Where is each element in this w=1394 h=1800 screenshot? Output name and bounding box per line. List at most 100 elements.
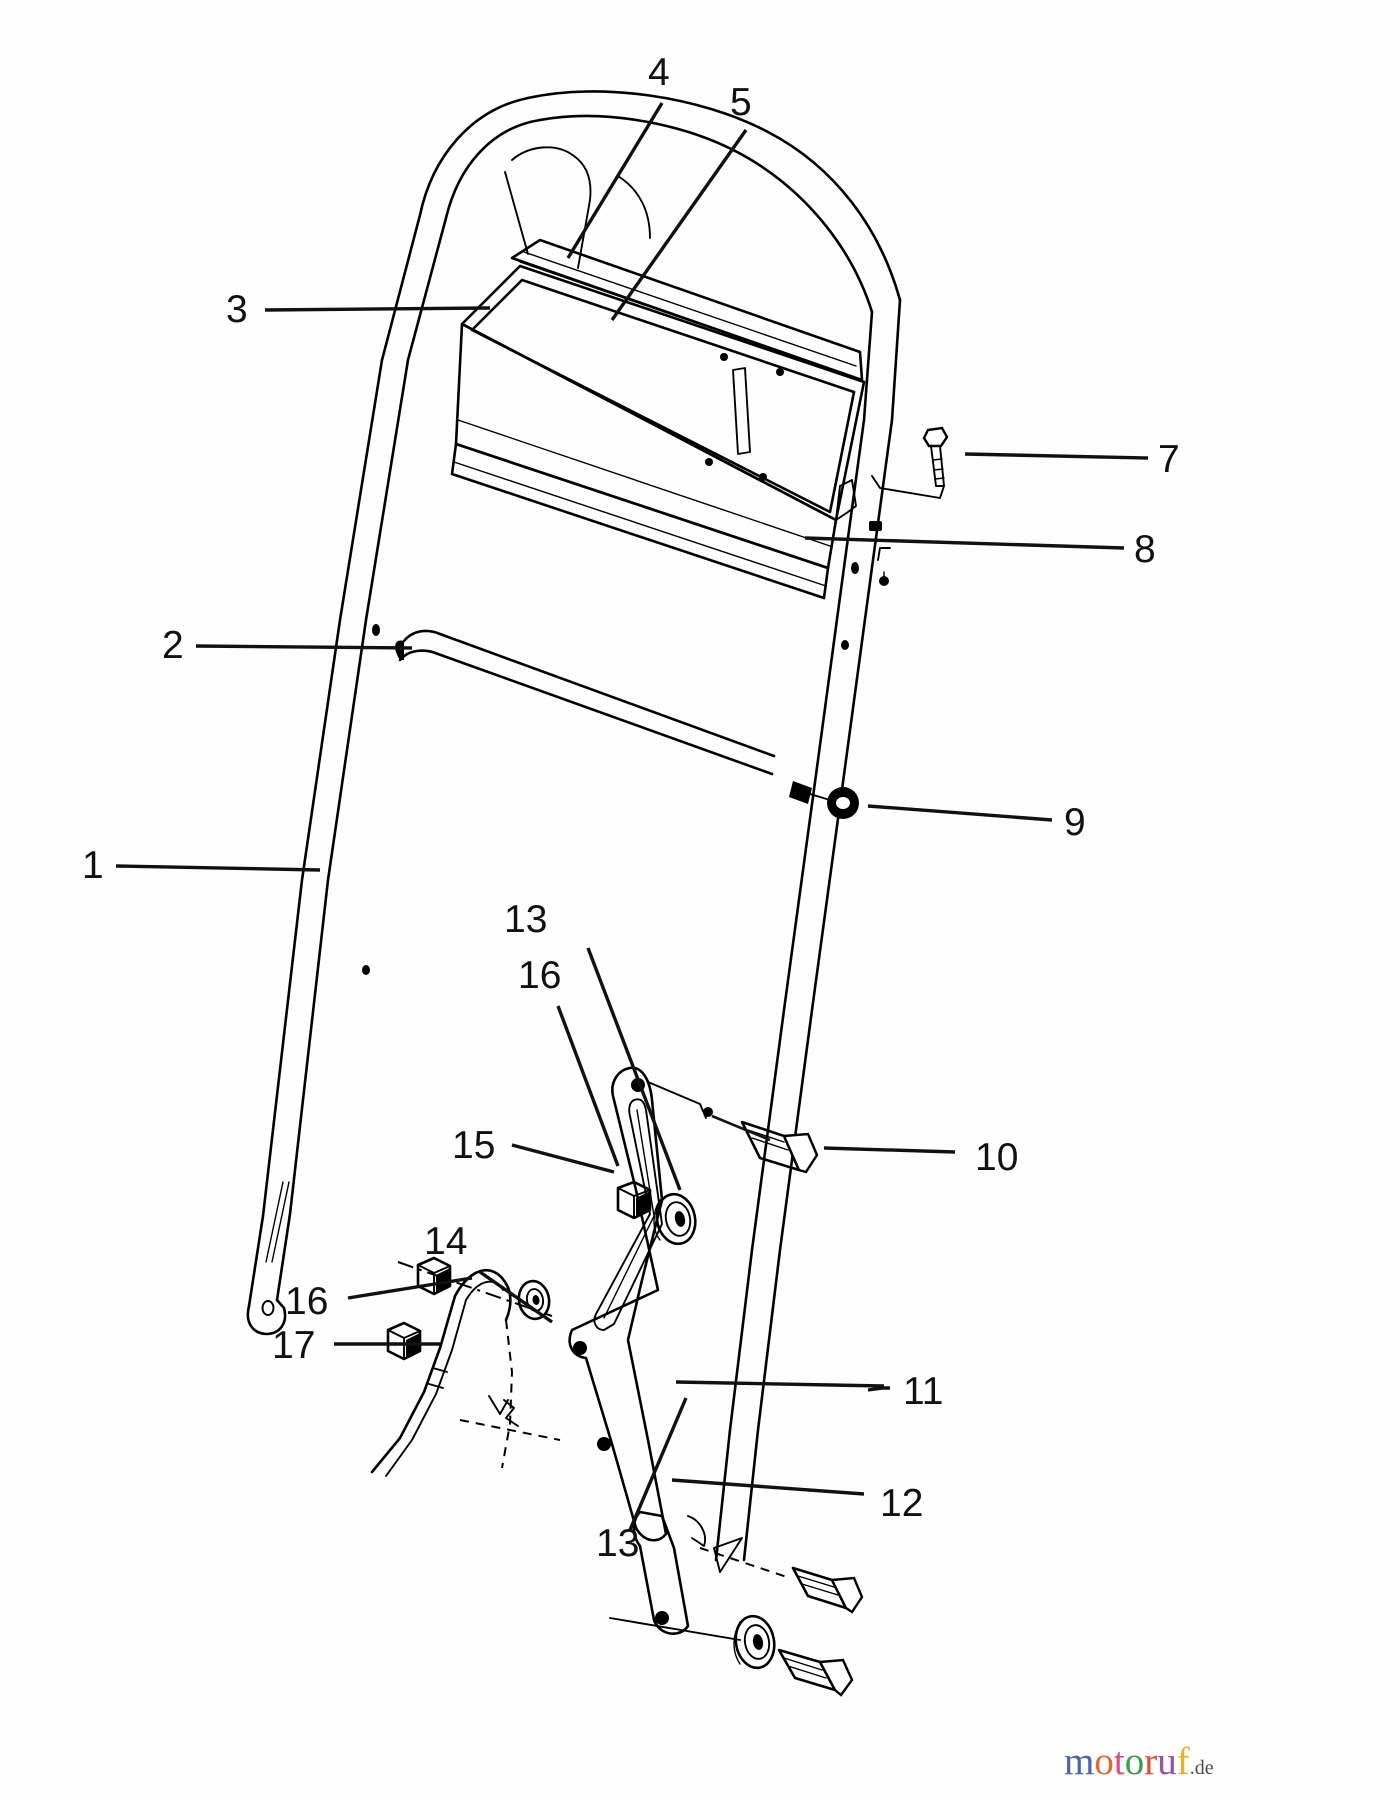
handle-left-tip-hole bbox=[261, 1300, 275, 1316]
wm-letter-m: m bbox=[1064, 1740, 1095, 1783]
panel-top-flange-line bbox=[523, 251, 857, 367]
screw-7-bracket bbox=[871, 475, 945, 499]
washer-13-upper-group bbox=[653, 1192, 697, 1246]
bolt-12-head bbox=[818, 1658, 854, 1697]
handle-top-arc-inner bbox=[538, 114, 874, 314]
bolt-12-group bbox=[777, 1648, 854, 1697]
callout-9: 9 bbox=[1064, 801, 1086, 844]
cable-ferrule bbox=[428, 1367, 448, 1389]
callout-7: 7 bbox=[1158, 438, 1180, 481]
bolt-11-thread bbox=[797, 1575, 839, 1596]
bracket-lower-hole bbox=[655, 1611, 669, 1625]
callout-11: 11 bbox=[903, 1370, 944, 1413]
leader-11 bbox=[867, 1386, 890, 1392]
panel-dot-2 bbox=[776, 368, 784, 376]
bracket-arrowhead bbox=[713, 1537, 743, 1573]
washer-13u-outer bbox=[655, 1192, 697, 1246]
leader-13-lower bbox=[628, 1397, 688, 1531]
wm-dot: . bbox=[1189, 1757, 1195, 1779]
handle-right-rail-outer bbox=[742, 298, 902, 1562]
nut-16-lower-group bbox=[416, 1256, 452, 1296]
handle-inner-upright bbox=[511, 146, 592, 269]
handle-left-rail-outer bbox=[247, 96, 530, 1308]
cable-left-leg-b bbox=[385, 1299, 467, 1477]
nut-17-body bbox=[386, 1321, 422, 1361]
panel-lower-band-line bbox=[457, 419, 831, 547]
leader-9 bbox=[867, 804, 1053, 822]
nut-16l-shade bbox=[436, 1268, 450, 1292]
panel-face bbox=[460, 264, 866, 522]
callout-12: 12 bbox=[880, 1482, 923, 1525]
handle-right-rail-inner bbox=[714, 310, 874, 1562]
wm-letter-u: u bbox=[1157, 1740, 1177, 1783]
callout-10: 10 bbox=[975, 1136, 1018, 1179]
leader-lines-group bbox=[115, 102, 1149, 1531]
locknut-9-hole bbox=[836, 797, 850, 809]
cable-arrow bbox=[488, 1395, 509, 1415]
handle-top-arc-outer bbox=[526, 90, 902, 302]
panel-top-flange-line2 bbox=[519, 261, 856, 379]
screw-7-group bbox=[869, 426, 949, 586]
callout-5: 5 bbox=[730, 81, 752, 124]
nut-16u-body bbox=[616, 1180, 652, 1220]
cross-brace-bottom bbox=[398, 649, 774, 776]
callout-13-lower: 13 bbox=[596, 1522, 639, 1565]
bracket-15-mid-hole bbox=[573, 1341, 587, 1355]
washer-13l-edge bbox=[733, 1621, 741, 1665]
nut-17-group bbox=[386, 1321, 422, 1361]
panel-bottom-edge bbox=[450, 442, 830, 600]
handle-frame-group bbox=[246, 90, 902, 1562]
handle-left-hole-dot bbox=[362, 965, 370, 975]
handle-left-rail-inner bbox=[275, 118, 542, 1302]
bracket-15-arm-10 bbox=[647, 1081, 707, 1119]
washer-13u-edge bbox=[653, 1199, 661, 1241]
bolt-11-group bbox=[699, 1547, 864, 1614]
panel-lower-band bbox=[454, 322, 838, 570]
leader-15 bbox=[511, 1143, 615, 1174]
cable-axis-line bbox=[397, 1261, 553, 1317]
leader-2 bbox=[195, 644, 413, 650]
frame-clip-marks bbox=[877, 547, 891, 561]
callout-numbers-group: 1 2 3 4 5 7 8 9 10 11 12 13 13 14 15 16 … bbox=[82, 51, 1180, 1565]
panel-right-tab bbox=[835, 479, 857, 521]
cross-brace-group bbox=[372, 624, 776, 776]
leader-8 bbox=[804, 536, 1125, 550]
leader-3 bbox=[264, 306, 491, 312]
callout-16-upper: 16 bbox=[518, 954, 561, 997]
bolt-12-thread bbox=[783, 1657, 827, 1679]
bracket-15-slot bbox=[593, 1098, 663, 1331]
washer-13-lower-group bbox=[609, 1614, 776, 1670]
cable-assembly-group bbox=[370, 1261, 561, 1477]
leader-1 bbox=[115, 864, 321, 872]
locknut-9-stud bbox=[789, 781, 812, 804]
nut-17-top bbox=[387, 1329, 421, 1360]
leader-14 bbox=[479, 1270, 553, 1324]
washer-13u-mid bbox=[664, 1201, 692, 1237]
screw-7-shank-hatch bbox=[932, 458, 945, 480]
bracket-lower-notch bbox=[687, 1515, 706, 1547]
cross-brace-cap bbox=[395, 640, 404, 660]
bracket-15-group bbox=[568, 1066, 713, 1542]
handle-inner-upright-b bbox=[504, 171, 529, 255]
wm-letter-o1: o bbox=[1094, 1740, 1114, 1783]
panel-face-inner bbox=[470, 278, 856, 514]
motoruf-watermark: motoruf.de bbox=[1064, 1742, 1214, 1781]
callout-8: 8 bbox=[1134, 528, 1156, 571]
washer-13l-axle bbox=[609, 1617, 741, 1641]
wm-suffix: de bbox=[1194, 1757, 1214, 1779]
leader-11b bbox=[675, 1380, 885, 1388]
washer-13u-hole bbox=[674, 1211, 686, 1227]
panel-dot-4 bbox=[759, 473, 767, 481]
washer-14-hole bbox=[532, 1295, 540, 1305]
bolt-11-head bbox=[830, 1576, 864, 1614]
leader-16-lower bbox=[347, 1276, 473, 1300]
cross-brace-top bbox=[402, 629, 776, 758]
control-panel-group bbox=[450, 238, 866, 600]
callout-17: 17 bbox=[272, 1324, 315, 1367]
panel-bottom-edge-line bbox=[453, 461, 827, 587]
nut-16u-top bbox=[617, 1187, 651, 1219]
cable-left-leg bbox=[370, 1294, 457, 1474]
bracket-lower-arm-group bbox=[632, 1510, 743, 1635]
cable-zigzag bbox=[503, 1399, 519, 1427]
leader-12 bbox=[671, 1478, 865, 1496]
